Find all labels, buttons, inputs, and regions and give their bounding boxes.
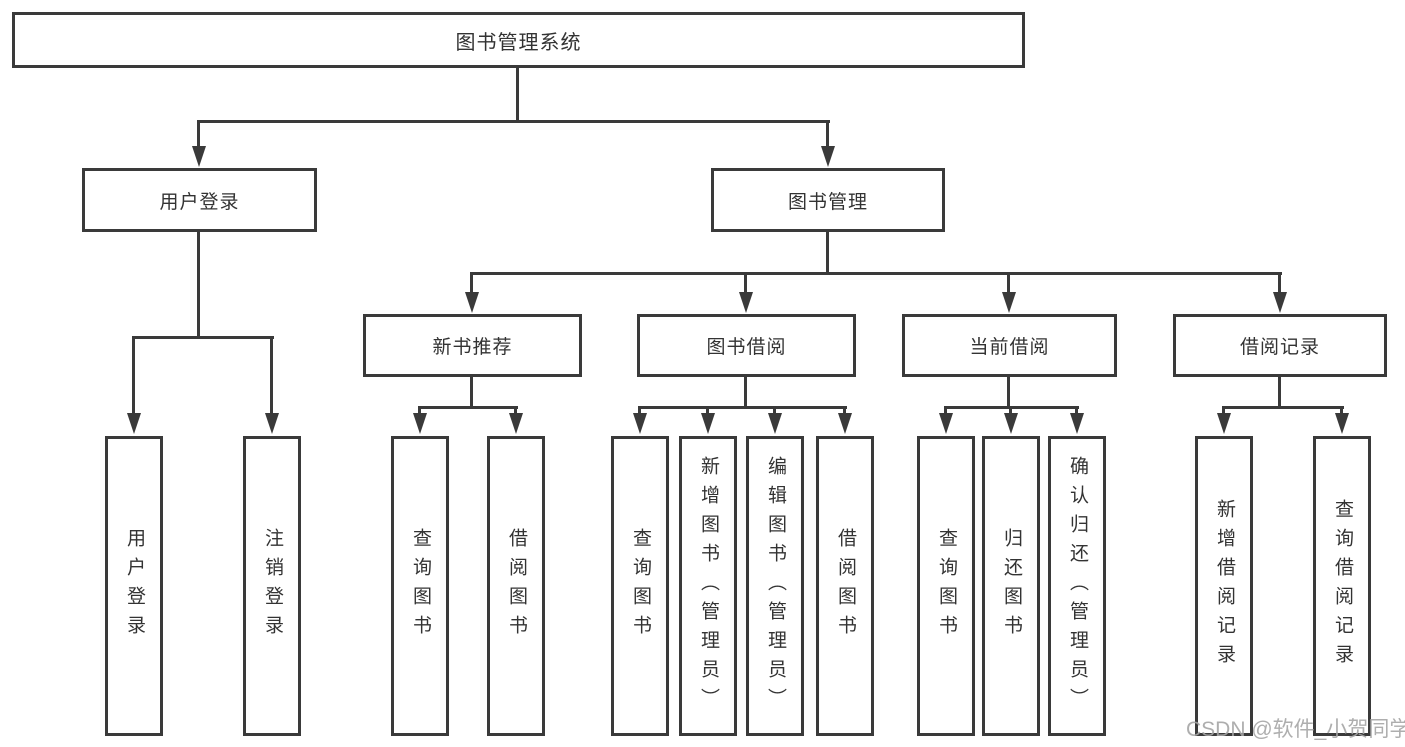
connector-drop [706,406,709,415]
leaf-return-books: 归还图书 [982,436,1040,736]
connector-drop [638,406,641,415]
connector-drop [514,406,517,415]
arrowhead-leaf [633,413,647,434]
connector-book-mgmt-drop [826,120,829,147]
connector-current-drop [1007,272,1010,293]
connector-new-books-split [419,406,518,409]
arrowhead-leaf [768,413,782,434]
connector-new-books-stem [470,377,473,407]
connector-user-stem [197,232,200,336]
connector-user-login-drop [197,120,200,147]
node-book-borrowing: 图书借阅 [637,314,856,377]
connector-records-stem [1278,377,1281,407]
leaf-confirm-return-admin: 确认归还（管理员） [1048,436,1106,736]
leaf-add-borrow-record: 新增借阅记录 [1195,436,1253,736]
connector-leaf-logout-drop [270,336,273,414]
arrowhead-leaf [838,413,852,434]
leaf-edit-books-admin: 编辑图书（管理员） [746,436,804,736]
arrowhead-new-books [465,292,479,313]
connector-records-drop [1278,272,1281,293]
connector-drop [843,406,846,415]
connector-borrowing-split [639,406,847,409]
arrowhead-borrowing [739,292,753,313]
arrowhead-book-mgmt [821,146,835,167]
connector-current-stem [1007,377,1010,407]
node-user-login: 用户登录 [82,168,317,232]
arrowhead-user-login [192,146,206,167]
leaf-logout: 注销登录 [243,436,301,736]
arrowhead-leaf [509,413,523,434]
leaf-query-books-borrowing: 查询图书 [611,436,669,736]
connector-drop [418,406,421,415]
node-book-management: 图书管理 [711,168,945,232]
arrowhead-leaf [701,413,715,434]
connector-mgmt-stem [826,232,829,272]
leaf-add-books-admin: 新增图书（管理员） [679,436,737,736]
connector-records-split [1223,406,1344,409]
arrowhead-leaf [413,413,427,434]
connector-new-books-drop [470,272,473,293]
connector-drop [1340,406,1343,415]
leaf-borrow-books-borrowing: 借阅图书 [816,436,874,736]
connector-drop [944,406,947,415]
arrowhead-current [1002,292,1016,313]
arrowhead-leaf [1004,413,1018,434]
connector-root-stem [516,68,519,120]
connector-borrowing-drop [744,272,747,293]
connector-leaf-login-drop [132,336,135,414]
connector-drop [1075,406,1078,415]
connector-drop [773,406,776,415]
arrowhead-leaf-logout [265,413,279,434]
connector-drop [1222,406,1225,415]
arrowhead-leaf [1335,413,1349,434]
connector-mgmt-split [471,272,1282,275]
arrowhead-records [1273,292,1287,313]
leaf-user-login: 用户登录 [105,436,163,736]
node-new-book-recommend: 新书推荐 [363,314,582,377]
connector-root-split [197,120,830,123]
leaf-query-books-current: 查询图书 [917,436,975,736]
node-library-system: 图书管理系统 [12,12,1025,68]
arrowhead-leaf-login [127,413,141,434]
connector-current-split [945,406,1079,409]
arrowhead-leaf [1217,413,1231,434]
connector-drop [1009,406,1012,415]
node-current-borrowing: 当前借阅 [902,314,1117,377]
arrowhead-leaf [939,413,953,434]
connector-user-split [133,336,274,339]
leaf-borrow-books-recommend: 借阅图书 [487,436,545,736]
leaf-query-borrow-record: 查询借阅记录 [1313,436,1371,736]
leaf-query-books-recommend: 查询图书 [391,436,449,736]
node-borrow-records: 借阅记录 [1173,314,1387,377]
connector-borrowing-stem [744,377,747,407]
csdn-watermark: CSDN @软件_小贺同学 [1186,718,1405,741]
arrowhead-leaf [1070,413,1084,434]
